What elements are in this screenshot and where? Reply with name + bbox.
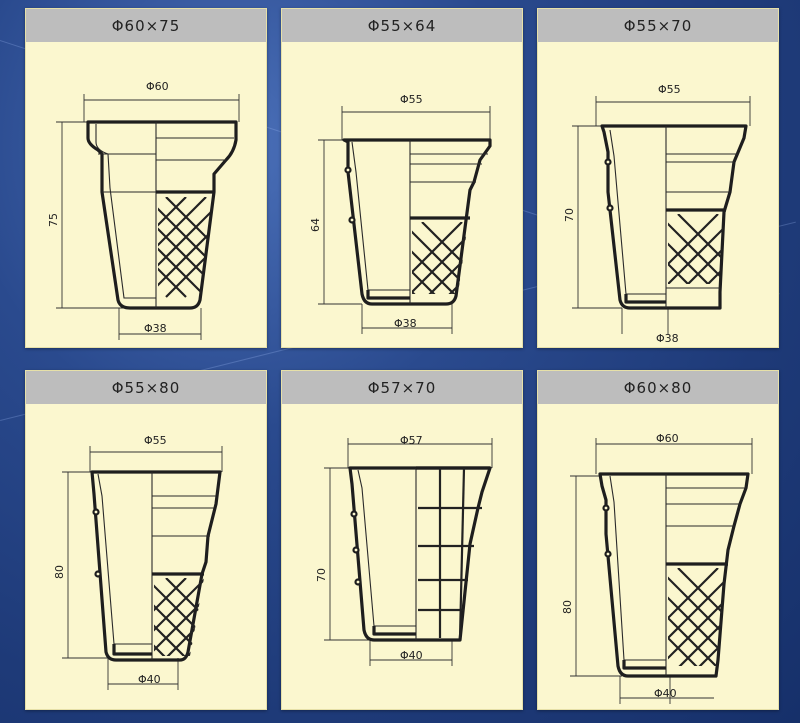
top-diameter-label: Φ55 <box>400 93 423 106</box>
height-label: 70 <box>563 208 576 222</box>
bottom-diameter-label: Φ38 <box>144 322 167 335</box>
height-label: 80 <box>53 565 66 579</box>
cone-drawing: Φ60 80 Φ40 <box>561 432 753 704</box>
cone-drawing: Φ57 70 Φ40 <box>315 434 493 666</box>
cone-drawing: Φ55 70 Φ38 <box>563 83 751 345</box>
bottom-diameter-label: Φ38 <box>656 332 679 345</box>
card-title: Φ55×64 <box>282 9 522 42</box>
top-diameter-label: Φ55 <box>144 434 167 447</box>
cone-card-5: Φ57×70 Φ57 70 Φ40 <box>281 370 523 710</box>
cone-card-1: Φ60×75 Φ60 75 Φ38 <box>25 8 267 348</box>
card-title: Φ57×70 <box>282 371 522 404</box>
height-label: 80 <box>561 600 574 614</box>
top-diameter-label: Φ55 <box>658 83 681 96</box>
cone-drawing: Φ55 64 Φ38 <box>309 93 492 334</box>
top-diameter-label: Φ60 <box>146 80 169 93</box>
card-title: Φ55×80 <box>26 371 266 404</box>
height-label: 75 <box>47 213 60 227</box>
top-diameter-label: Φ60 <box>656 432 679 445</box>
cone-card-6: Φ60×80 Φ60 80 Φ40 <box>537 370 779 710</box>
bottom-diameter-label: Φ38 <box>394 317 417 330</box>
cone-drawing: Φ55 80 Φ40 <box>53 434 223 690</box>
bottom-diameter-label: Φ40 <box>400 649 423 662</box>
card-title: Φ55×70 <box>538 9 778 42</box>
card-title: Φ60×75 <box>26 9 266 42</box>
cone-drawing: Φ60 75 Φ38 <box>47 80 240 340</box>
cone-card-2: Φ55×64 Φ55 64 Φ38 <box>281 8 523 348</box>
card-title: Φ60×80 <box>538 371 778 404</box>
top-diameter-label: Φ57 <box>400 434 423 447</box>
bottom-diameter-label: Φ40 <box>138 673 161 686</box>
bottom-diameter-label: Φ40 <box>654 687 677 700</box>
cone-card-4: Φ55×80 Φ55 80 Φ40 <box>25 370 267 710</box>
height-label: 70 <box>315 568 328 582</box>
height-label: 64 <box>309 218 322 232</box>
cone-card-3: Φ55×70 Φ55 70 Φ38 <box>537 8 779 348</box>
